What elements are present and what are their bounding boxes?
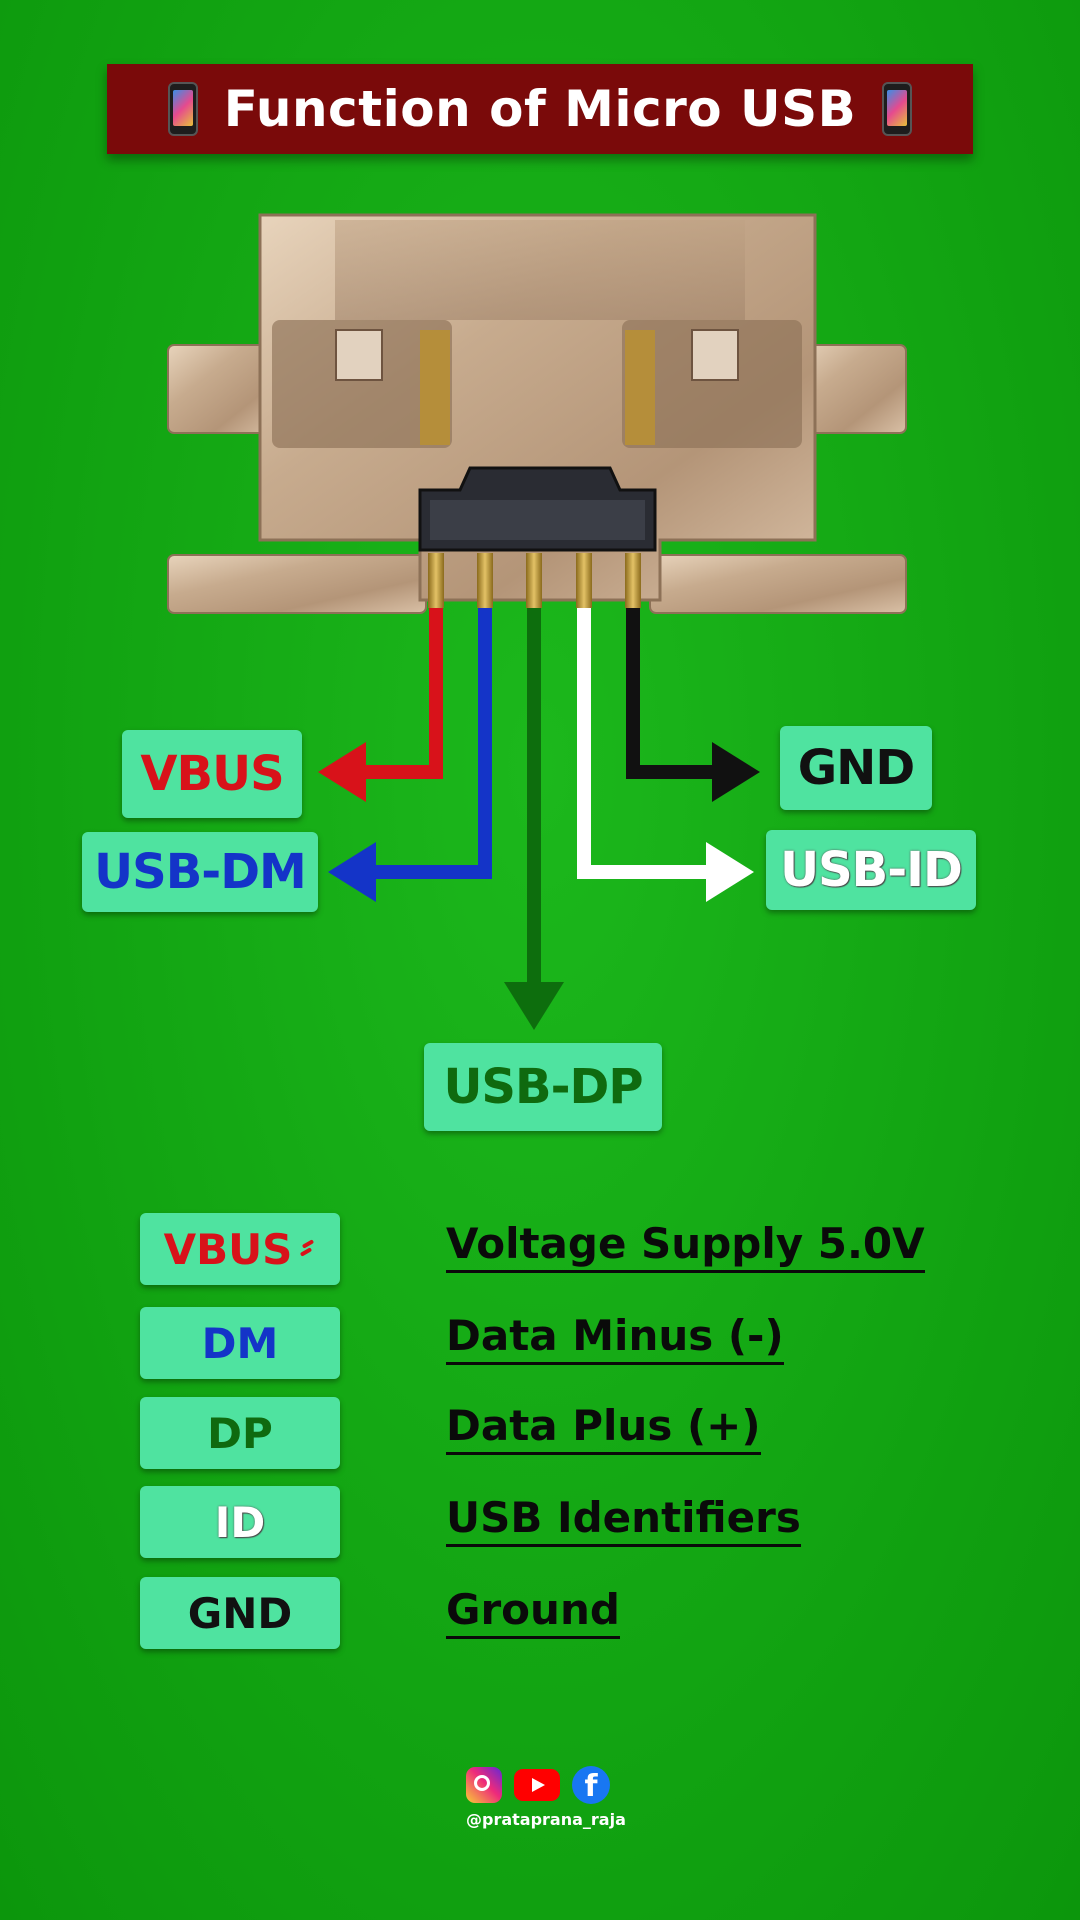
pin-1: [428, 553, 444, 608]
connector-insulator: [430, 500, 645, 540]
label-usb-dm: USB-DM: [82, 832, 318, 912]
pin-2: [477, 553, 493, 608]
pin-5: [625, 553, 641, 608]
legend-code-dp: DP: [140, 1397, 340, 1469]
pin-3: [526, 553, 542, 608]
mobile-phone-icon: [167, 82, 198, 136]
legend-desc-vbus: Voltage Supply 5.0V: [446, 1219, 925, 1274]
legend-desc-dm: Data Minus (-): [446, 1311, 784, 1366]
arrow-vbus: [318, 742, 366, 802]
legend-desc-gnd: Ground: [446, 1585, 620, 1640]
wire-dm: [370, 608, 492, 879]
wire-gnd: [626, 608, 712, 779]
instagram-icon[interactable]: [466, 1767, 502, 1803]
latch-right-hole: [691, 329, 739, 381]
page-title: Function of Micro USB: [223, 80, 857, 138]
legend-code-dm: DM: [140, 1307, 340, 1379]
arrow-gnd: [712, 742, 760, 802]
connector-top-panel: [335, 220, 745, 320]
label-usb-dp: USB-DP: [424, 1043, 662, 1131]
latch-left: [272, 320, 452, 448]
connector-foot-right: [649, 554, 907, 614]
legend-code-gnd: GND: [140, 1577, 340, 1649]
latch-left-hole: [335, 329, 383, 381]
mobile-phone-icon: [882, 82, 913, 136]
facebook-icon[interactable]: f: [572, 1766, 610, 1804]
latch-right-spring: [625, 330, 655, 445]
pin-4: [576, 553, 592, 608]
connector-foot-left: [167, 554, 427, 614]
legend-code-text: VBUS: [163, 1224, 293, 1274]
legend-code-vbus: VBUS: [140, 1213, 340, 1285]
spark-icon: [300, 1240, 316, 1258]
legend-desc-dp: Data Plus (+): [446, 1401, 761, 1456]
label-vbus: VBUS: [122, 730, 302, 818]
latch-right: [622, 320, 802, 448]
title-bar: Function of Micro USB: [107, 64, 973, 154]
legend-code-id: ID: [140, 1486, 340, 1558]
arrow-dm: [328, 842, 376, 902]
wire-vbus: [360, 608, 443, 779]
wire-id: [577, 608, 712, 879]
social-handle: @prataprana_raja: [466, 1810, 626, 1829]
youtube-icon[interactable]: [514, 1769, 560, 1801]
arrow-dp: [504, 982, 564, 1030]
arrow-id: [706, 842, 754, 902]
social-icons: f: [466, 1766, 610, 1804]
micro-usb-connector: [167, 213, 907, 614]
latch-left-spring: [420, 330, 450, 445]
legend-desc-id: USB Identifiers: [446, 1493, 801, 1548]
wires: [360, 608, 712, 990]
label-usb-id: USB-ID: [766, 830, 976, 910]
label-gnd: GND: [780, 726, 932, 810]
